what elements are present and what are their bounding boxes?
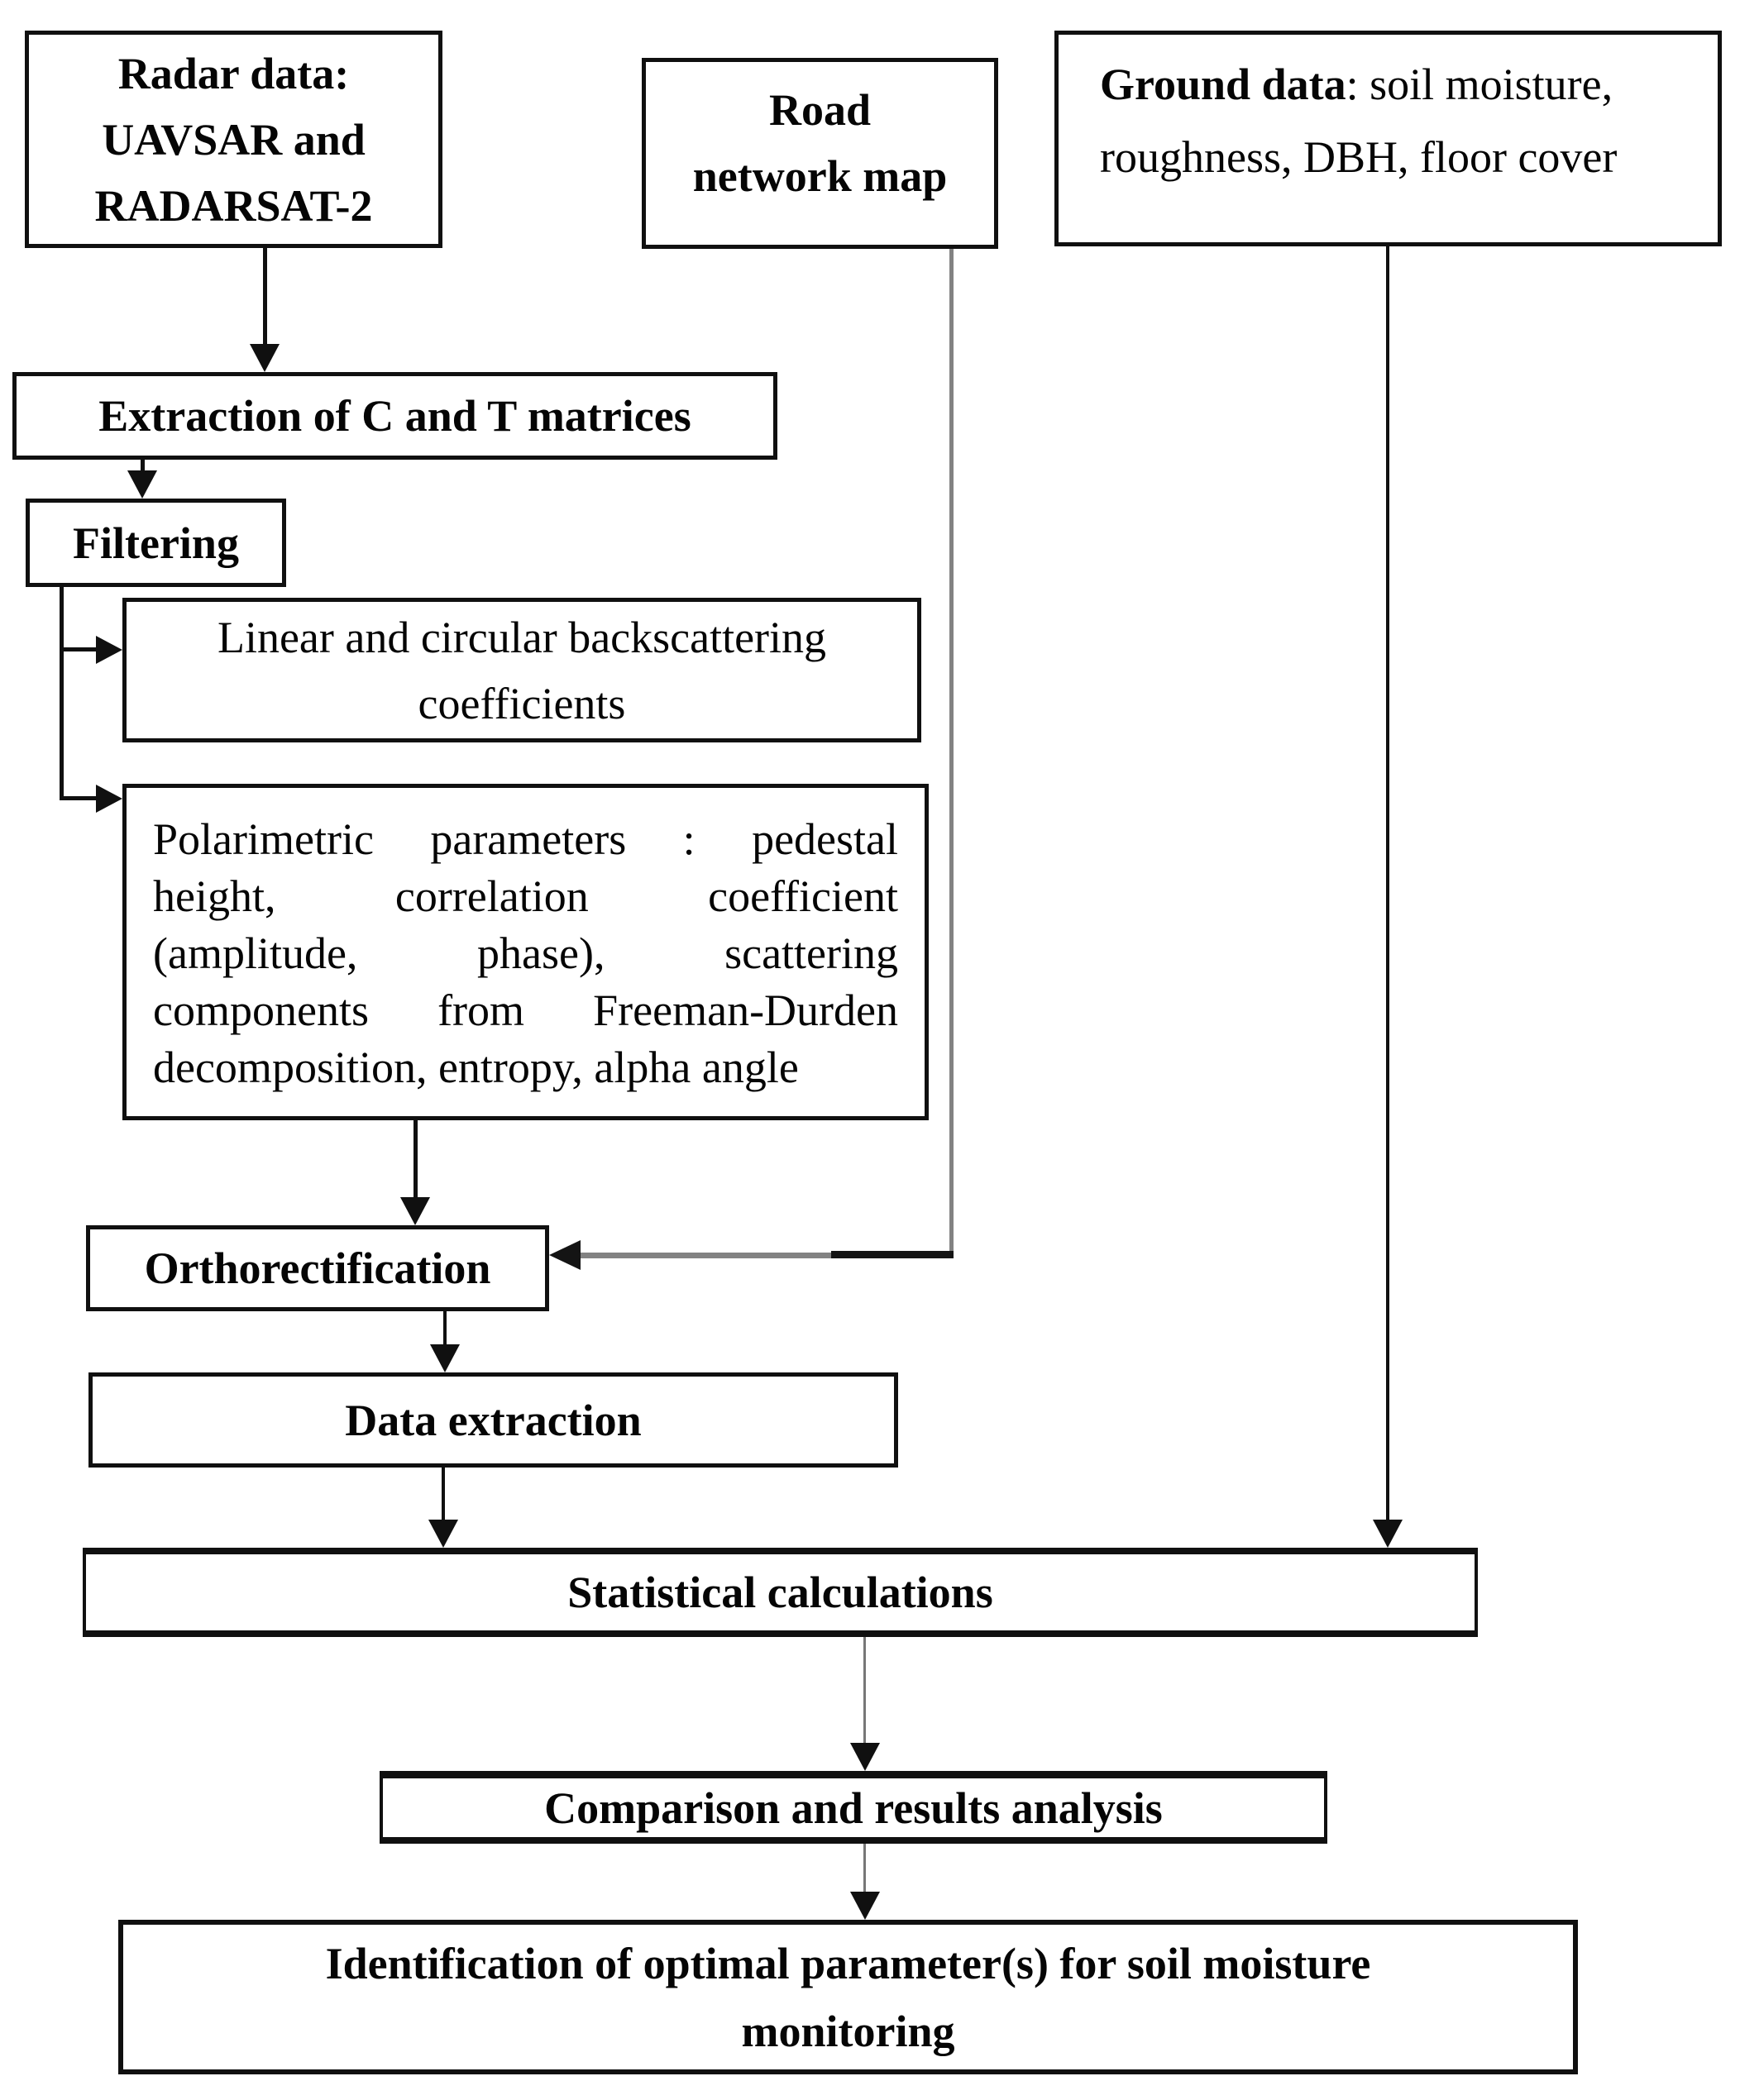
arrow-statistical-to-comparison-head [850, 1743, 880, 1771]
ground-data-rest: : soil moisture, [1346, 60, 1613, 109]
road-map-line-vertical [949, 249, 954, 1258]
radar-data-line1: Radar data: [117, 48, 350, 98]
ground-data-line2: roughness, DBH, floor cover [1100, 132, 1618, 182]
arrow-radar-to-extraction-shaft [263, 248, 267, 347]
ground-data-line-vertical [1386, 246, 1389, 1523]
node-statistical-calculations: Statistical calculations [83, 1548, 1478, 1637]
data-extraction-label: Data extraction [345, 1395, 642, 1445]
polarimetric-line3: (amplitude, phase), scattering [153, 928, 898, 978]
road-map-line-horizontal-dark [831, 1251, 954, 1258]
ground-data-label: Ground data [1100, 60, 1346, 109]
filtering-label: Filtering [73, 518, 239, 568]
node-orthorectification: Orthorectification [86, 1225, 549, 1311]
road-map-line1: Road [768, 85, 872, 135]
arrow-roadmap-to-ortho-head [549, 1240, 581, 1270]
arrow-dataextraction-to-statistical-head [428, 1520, 458, 1548]
extraction-label: Extraction of C and T matrices [98, 391, 691, 441]
radar-data-line2: UAVSAR and [102, 114, 366, 165]
node-backscattering-coefficients: Linear and circular backscattering coeff… [122, 598, 921, 742]
arrow-filtering-to-backscatter-head [96, 636, 122, 664]
identification-line2: monitoring [741, 2006, 955, 2056]
ground-data-line1: Ground data: soil moisture, [1100, 48, 1718, 121]
arrow-extraction-to-filtering-shaft [141, 460, 145, 473]
backscatter-line2: coefficients [418, 678, 626, 728]
arrow-ground-to-statistical-head [1373, 1520, 1403, 1548]
arrow-polarimetric-to-ortho-shaft [413, 1120, 418, 1199]
polarimetric-line1: Polarimetric parameters : pedestal [153, 814, 898, 864]
arrow-ortho-to-dataextraction-head [430, 1344, 460, 1372]
arrow-extraction-to-filtering-head [127, 470, 157, 499]
node-extraction-matrices: Extraction of C and T matrices [12, 372, 777, 460]
road-map-line2: network map [692, 151, 948, 201]
arrow-comparison-to-identification-shaft [863, 1844, 866, 1893]
node-data-extraction: Data extraction [88, 1372, 898, 1468]
arrow-polarimetric-to-ortho-head [400, 1197, 430, 1225]
arrow-ortho-to-dataextraction-shaft [443, 1311, 447, 1348]
polarimetric-line2: height, correlation coefficient [153, 871, 898, 921]
node-polarimetric-parameters: Polarimetric parameters : pedestal heigh… [122, 784, 929, 1120]
arrow-radar-to-extraction-head [250, 344, 280, 372]
node-road-network-map: Road network map [642, 58, 998, 249]
arrow-comparison-to-identification-head [850, 1892, 880, 1920]
filtering-branch-stem [60, 587, 64, 800]
polarimetric-line5: decomposition, entropy, alpha angle [153, 1043, 799, 1092]
identification-line1: Identification of optimal parameter(s) f… [325, 1938, 1371, 1988]
radar-data-line3: RADARSAT-2 [94, 180, 373, 231]
road-map-line-horizontal [579, 1253, 954, 1258]
statistical-label: Statistical calculations [567, 1568, 993, 1617]
backscatter-line1: Linear and circular backscattering [217, 612, 827, 662]
node-ground-data: Ground data: soil moisture, roughness, D… [1054, 31, 1722, 246]
arrow-filtering-to-polarimetric-head [96, 785, 122, 813]
polarimetric-line4: components from Freeman-Durden [153, 986, 898, 1035]
node-radar-data: Radar data: UAVSAR and RADARSAT-2 [25, 31, 442, 248]
orthorectification-label: Orthorectification [144, 1243, 491, 1293]
node-identification-optimal: Identification of optimal parameter(s) f… [118, 1920, 1578, 2074]
comparison-label: Comparison and results analysis [544, 1783, 1163, 1833]
arrow-statistical-to-comparison-shaft [863, 1637, 866, 1746]
node-filtering: Filtering [26, 499, 286, 587]
arrow-dataextraction-to-statistical-shaft [442, 1468, 445, 1523]
arrow-filtering-to-polarimetric-shaft [61, 796, 99, 800]
node-comparison-analysis: Comparison and results analysis [380, 1771, 1327, 1844]
arrow-filtering-to-backscatter-shaft [61, 647, 99, 651]
